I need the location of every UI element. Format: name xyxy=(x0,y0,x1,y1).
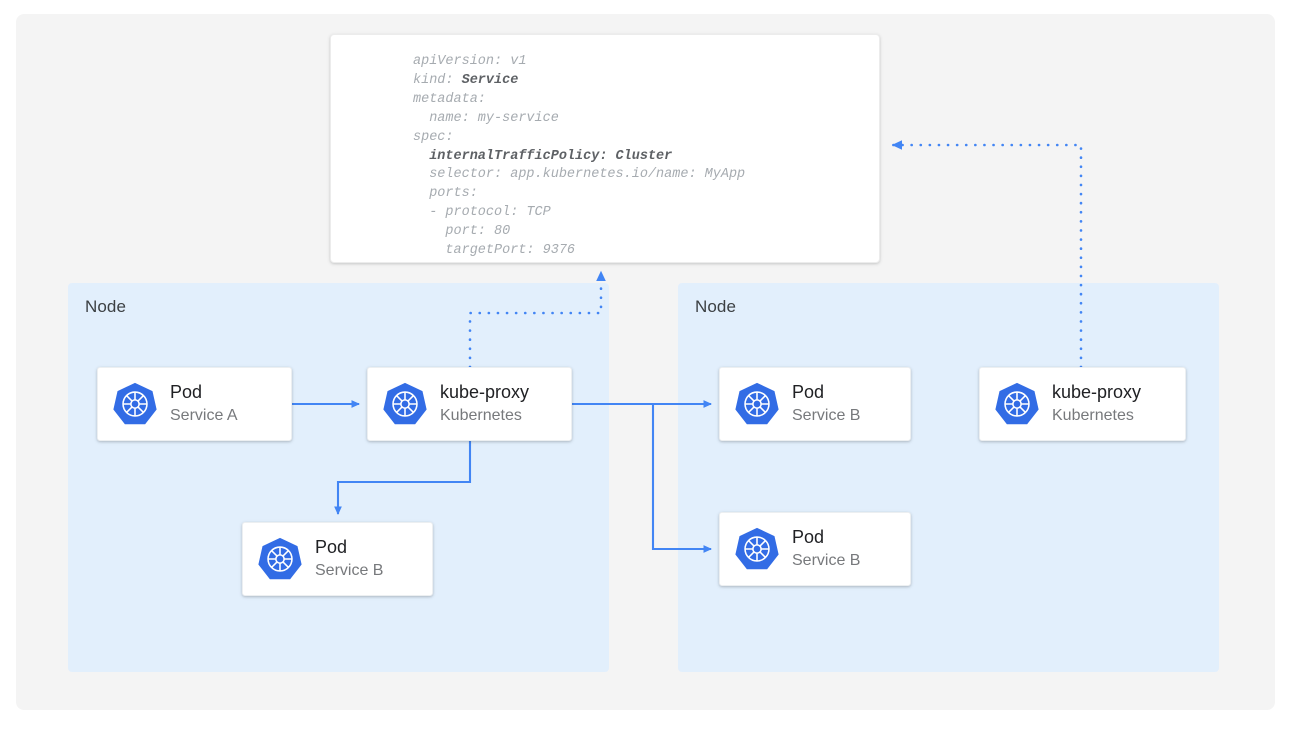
card-title: Pod xyxy=(170,382,203,403)
service-manifest-card: apiVersion: v1 kind: Service metadata: n… xyxy=(330,34,880,263)
card-kube-proxy-left[interactable]: kube-proxy Kubernetes xyxy=(367,367,572,441)
card-subtitle: Service A xyxy=(170,407,238,425)
card-title: Pod xyxy=(315,537,348,558)
kubernetes-logo-icon xyxy=(735,382,779,425)
card-subtitle: Kubernetes xyxy=(1052,407,1134,425)
node-label-right: Node xyxy=(695,297,737,316)
card-title: Pod xyxy=(792,527,825,548)
card-text: Pod Service B xyxy=(315,537,383,580)
card-subtitle: Service B xyxy=(792,407,861,425)
node-container-right xyxy=(678,283,1219,672)
card-text: Pod Service A xyxy=(170,382,238,425)
kubernetes-logo-icon xyxy=(113,382,157,425)
node-label-left: Node xyxy=(85,297,127,316)
card-kube-proxy-right[interactable]: kube-proxy Kubernetes xyxy=(979,367,1186,441)
card-title: Pod xyxy=(792,382,825,403)
kubernetes-logo-icon xyxy=(995,382,1039,425)
card-subtitle: Service B xyxy=(792,552,861,570)
card-subtitle: Kubernetes xyxy=(440,407,522,425)
card-pod-service-b-bottom[interactable]: Pod Service B xyxy=(719,512,911,586)
kubernetes-logo-icon xyxy=(258,537,302,580)
kubernetes-logo-icon xyxy=(735,527,779,570)
card-text: kube-proxy Kubernetes xyxy=(1052,382,1141,425)
card-text: Pod Service B xyxy=(792,382,860,425)
card-text: kube-proxy Kubernetes xyxy=(440,382,529,425)
card-title: kube-proxy xyxy=(1052,382,1142,403)
card-pod-service-a[interactable]: Pod Service A xyxy=(97,367,292,441)
card-subtitle: Service B xyxy=(315,562,384,580)
kubernetes-logo-icon xyxy=(383,382,427,425)
card-text: Pod Service B xyxy=(792,527,860,570)
card-title: kube-proxy xyxy=(440,382,530,403)
card-pod-service-b-left[interactable]: Pod Service B xyxy=(242,522,433,596)
node-container-left xyxy=(68,283,609,672)
service-manifest-code: apiVersion: v1 kind: Service metadata: n… xyxy=(413,54,746,259)
card-pod-service-b-top[interactable]: Pod Service B xyxy=(719,367,911,441)
